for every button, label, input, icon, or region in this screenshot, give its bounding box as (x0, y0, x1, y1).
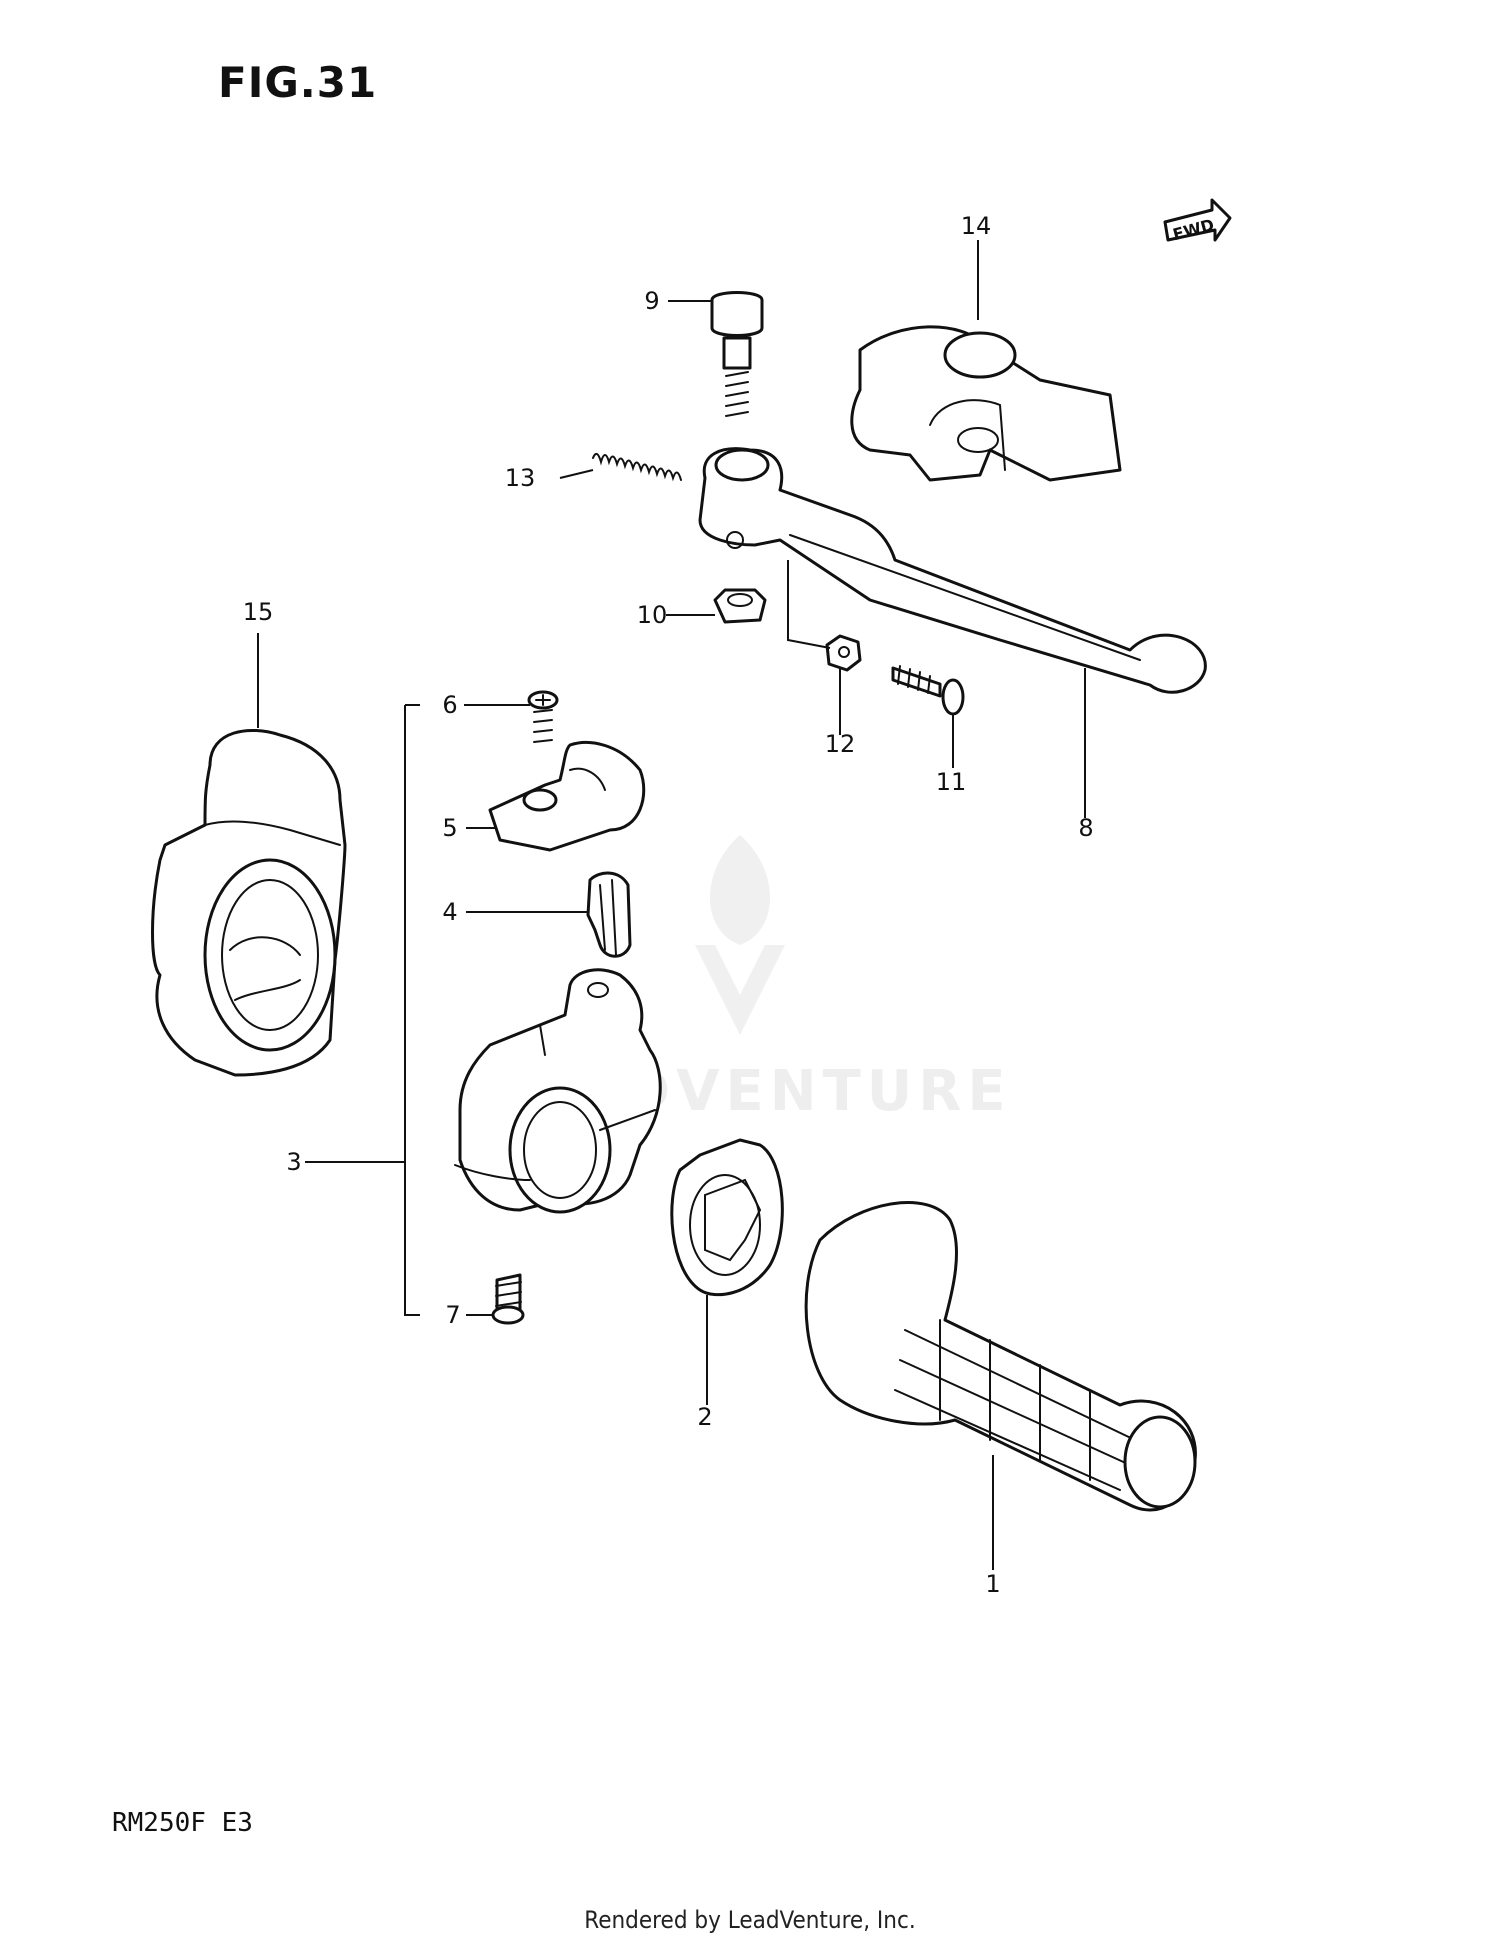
callout-2: 2 (697, 1403, 712, 1431)
callout-14: 14 (961, 212, 992, 240)
callout-8: 8 (1078, 814, 1093, 842)
part-6-screw (527, 690, 559, 743)
callout-6: 6 (442, 691, 457, 719)
callout-labels: 14 9 13 10 12 11 8 15 6 5 4 3 7 2 1 (243, 212, 1094, 1598)
part-2-ring (670, 1138, 784, 1297)
part-10-flange-nut (713, 588, 767, 624)
part-4-cable-guide (586, 871, 632, 958)
fwd-arrow-icon: FWD (1163, 198, 1232, 244)
part-14-lever-cover (850, 325, 1122, 482)
callout-11: 11 (936, 768, 967, 796)
part-12-nut (825, 634, 862, 672)
part-13-spring (592, 452, 682, 482)
callout-10: 10 (637, 601, 668, 629)
figure-title: FIG.31 (218, 58, 378, 107)
callout-4: 4 (442, 898, 457, 926)
callout-12: 12 (825, 730, 856, 758)
part-8-clutch-lever (698, 447, 1207, 694)
part-11-adjuster-screw (891, 665, 965, 716)
part-5-clamp (488, 741, 646, 852)
part-15-lever-boot (151, 728, 347, 1077)
callout-5: 5 (442, 814, 457, 842)
model-label: RM250F E3 (112, 1808, 253, 1838)
part-1-grip (804, 1201, 1197, 1512)
callout-13: 13 (505, 464, 536, 492)
callout-7: 7 (445, 1301, 460, 1329)
render-credit: Rendered by LeadVenture, Inc. (584, 1906, 916, 1934)
callout-1: 1 (985, 1570, 1000, 1598)
part-7-screw (491, 1273, 525, 1325)
callout-9: 9 (644, 287, 659, 315)
callout-3: 3 (286, 1148, 301, 1176)
part-9-pivot-bolt (710, 291, 764, 417)
leader-lines (257, 240, 1086, 1570)
callout-15: 15 (243, 598, 274, 626)
part-3-lever-holder (454, 968, 662, 1214)
